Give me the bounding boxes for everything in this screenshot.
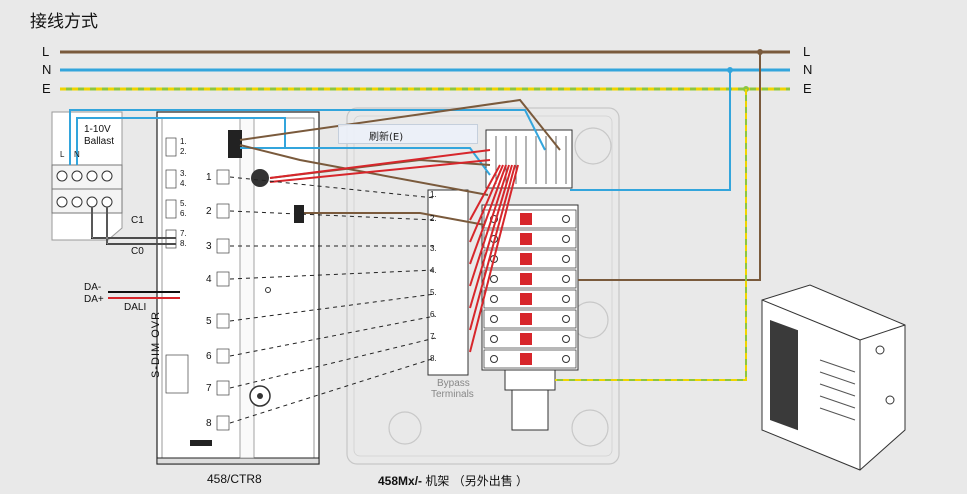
ctr-channel-5: 5 [206, 316, 212, 327]
ballast-terminal-l: L [60, 150, 65, 159]
signal-c0: C0 [131, 246, 144, 257]
ballast-terminal-n: N [74, 150, 80, 159]
refresh-menu-item[interactable]: 刷新(E) [369, 132, 404, 143]
ctr-channel-2: 2 [206, 206, 212, 217]
cabinet-caption-note: 机架 （另外出售 ） [422, 474, 529, 488]
bus-label-n-left: N [42, 62, 52, 77]
cab-terminal-6: 6. [430, 310, 437, 319]
sdim-ovr-label: S-DIM OVR [150, 310, 162, 378]
signal-dali: DALI [124, 302, 147, 313]
signal-c1: C1 [131, 215, 144, 226]
rack-3d-illustration [761, 284, 906, 471]
cab-terminal-7: 7. [430, 332, 437, 341]
cab-terminal-8: 8. [430, 354, 437, 363]
breaker-module [483, 289, 577, 309]
ctr-channel-4: 4 [206, 274, 212, 285]
ctr-terminal-1: 1. [180, 137, 187, 146]
ballast-label-1-10v: 1-10V [84, 124, 111, 135]
ctr-channel-3: 3 [206, 241, 212, 252]
bus-label-n-right: N [803, 62, 813, 77]
cabinet-caption-model: 458Mx/- [378, 474, 423, 488]
ctr-channel-7: 7 [206, 383, 212, 394]
controller-458-ctr8 [156, 111, 320, 465]
breaker-module [483, 349, 577, 369]
breaker-module [483, 209, 577, 229]
ctr-channel-1: 1 [206, 172, 212, 183]
breaker-module [483, 309, 577, 329]
signal-da-minus: DA- [84, 282, 102, 293]
cab-terminal-1: 1. [430, 190, 437, 199]
ballast-label-ballast: Ballast [84, 136, 115, 147]
wiring [69, 52, 761, 381]
ctr-terminal-2: 2. [180, 147, 187, 156]
breaker-module [483, 249, 577, 269]
ctr-terminal-3: 3. [180, 169, 187, 178]
breaker-module [483, 269, 577, 289]
bus-label-l-left: L [42, 44, 50, 59]
ctr-channel-6: 6 [206, 351, 212, 362]
bypass-terminals-label: Terminals [431, 389, 474, 400]
signal-da-plus: DA+ [84, 294, 104, 305]
ctr-channel-8: 8 [206, 418, 212, 429]
cab-terminal-4: 4. [430, 266, 437, 275]
page-title: 接线方式 [30, 12, 98, 32]
cabinet-458mx [346, 107, 620, 465]
cabinet-caption: 458Mx/- 机架 （另外出售 ） [378, 472, 528, 489]
cab-terminal-5: 5. [430, 288, 437, 297]
ctr-terminal-7: 7. [180, 229, 187, 238]
bus-label-e-right: E [803, 81, 812, 96]
ctr-terminal-4: 4. [180, 179, 187, 188]
controller-caption: 458/CTR8 [207, 472, 262, 486]
ctr-terminal-6: 6. [180, 209, 187, 218]
bus-label-l-right: L [803, 44, 811, 59]
ctr-terminal-5: 5. [180, 199, 187, 208]
breaker-module [483, 329, 577, 349]
ctr-terminal-8: 8. [180, 239, 187, 248]
cab-terminal-2: 2. [430, 214, 437, 223]
context-menu-refresh[interactable]: 刷新(E) [338, 124, 478, 144]
bus-label-e-left: E [42, 81, 51, 96]
bypass-label: Bypass [437, 378, 470, 389]
control-dashed-lines [229, 176, 436, 424]
cab-terminal-3: 3. [430, 244, 437, 253]
